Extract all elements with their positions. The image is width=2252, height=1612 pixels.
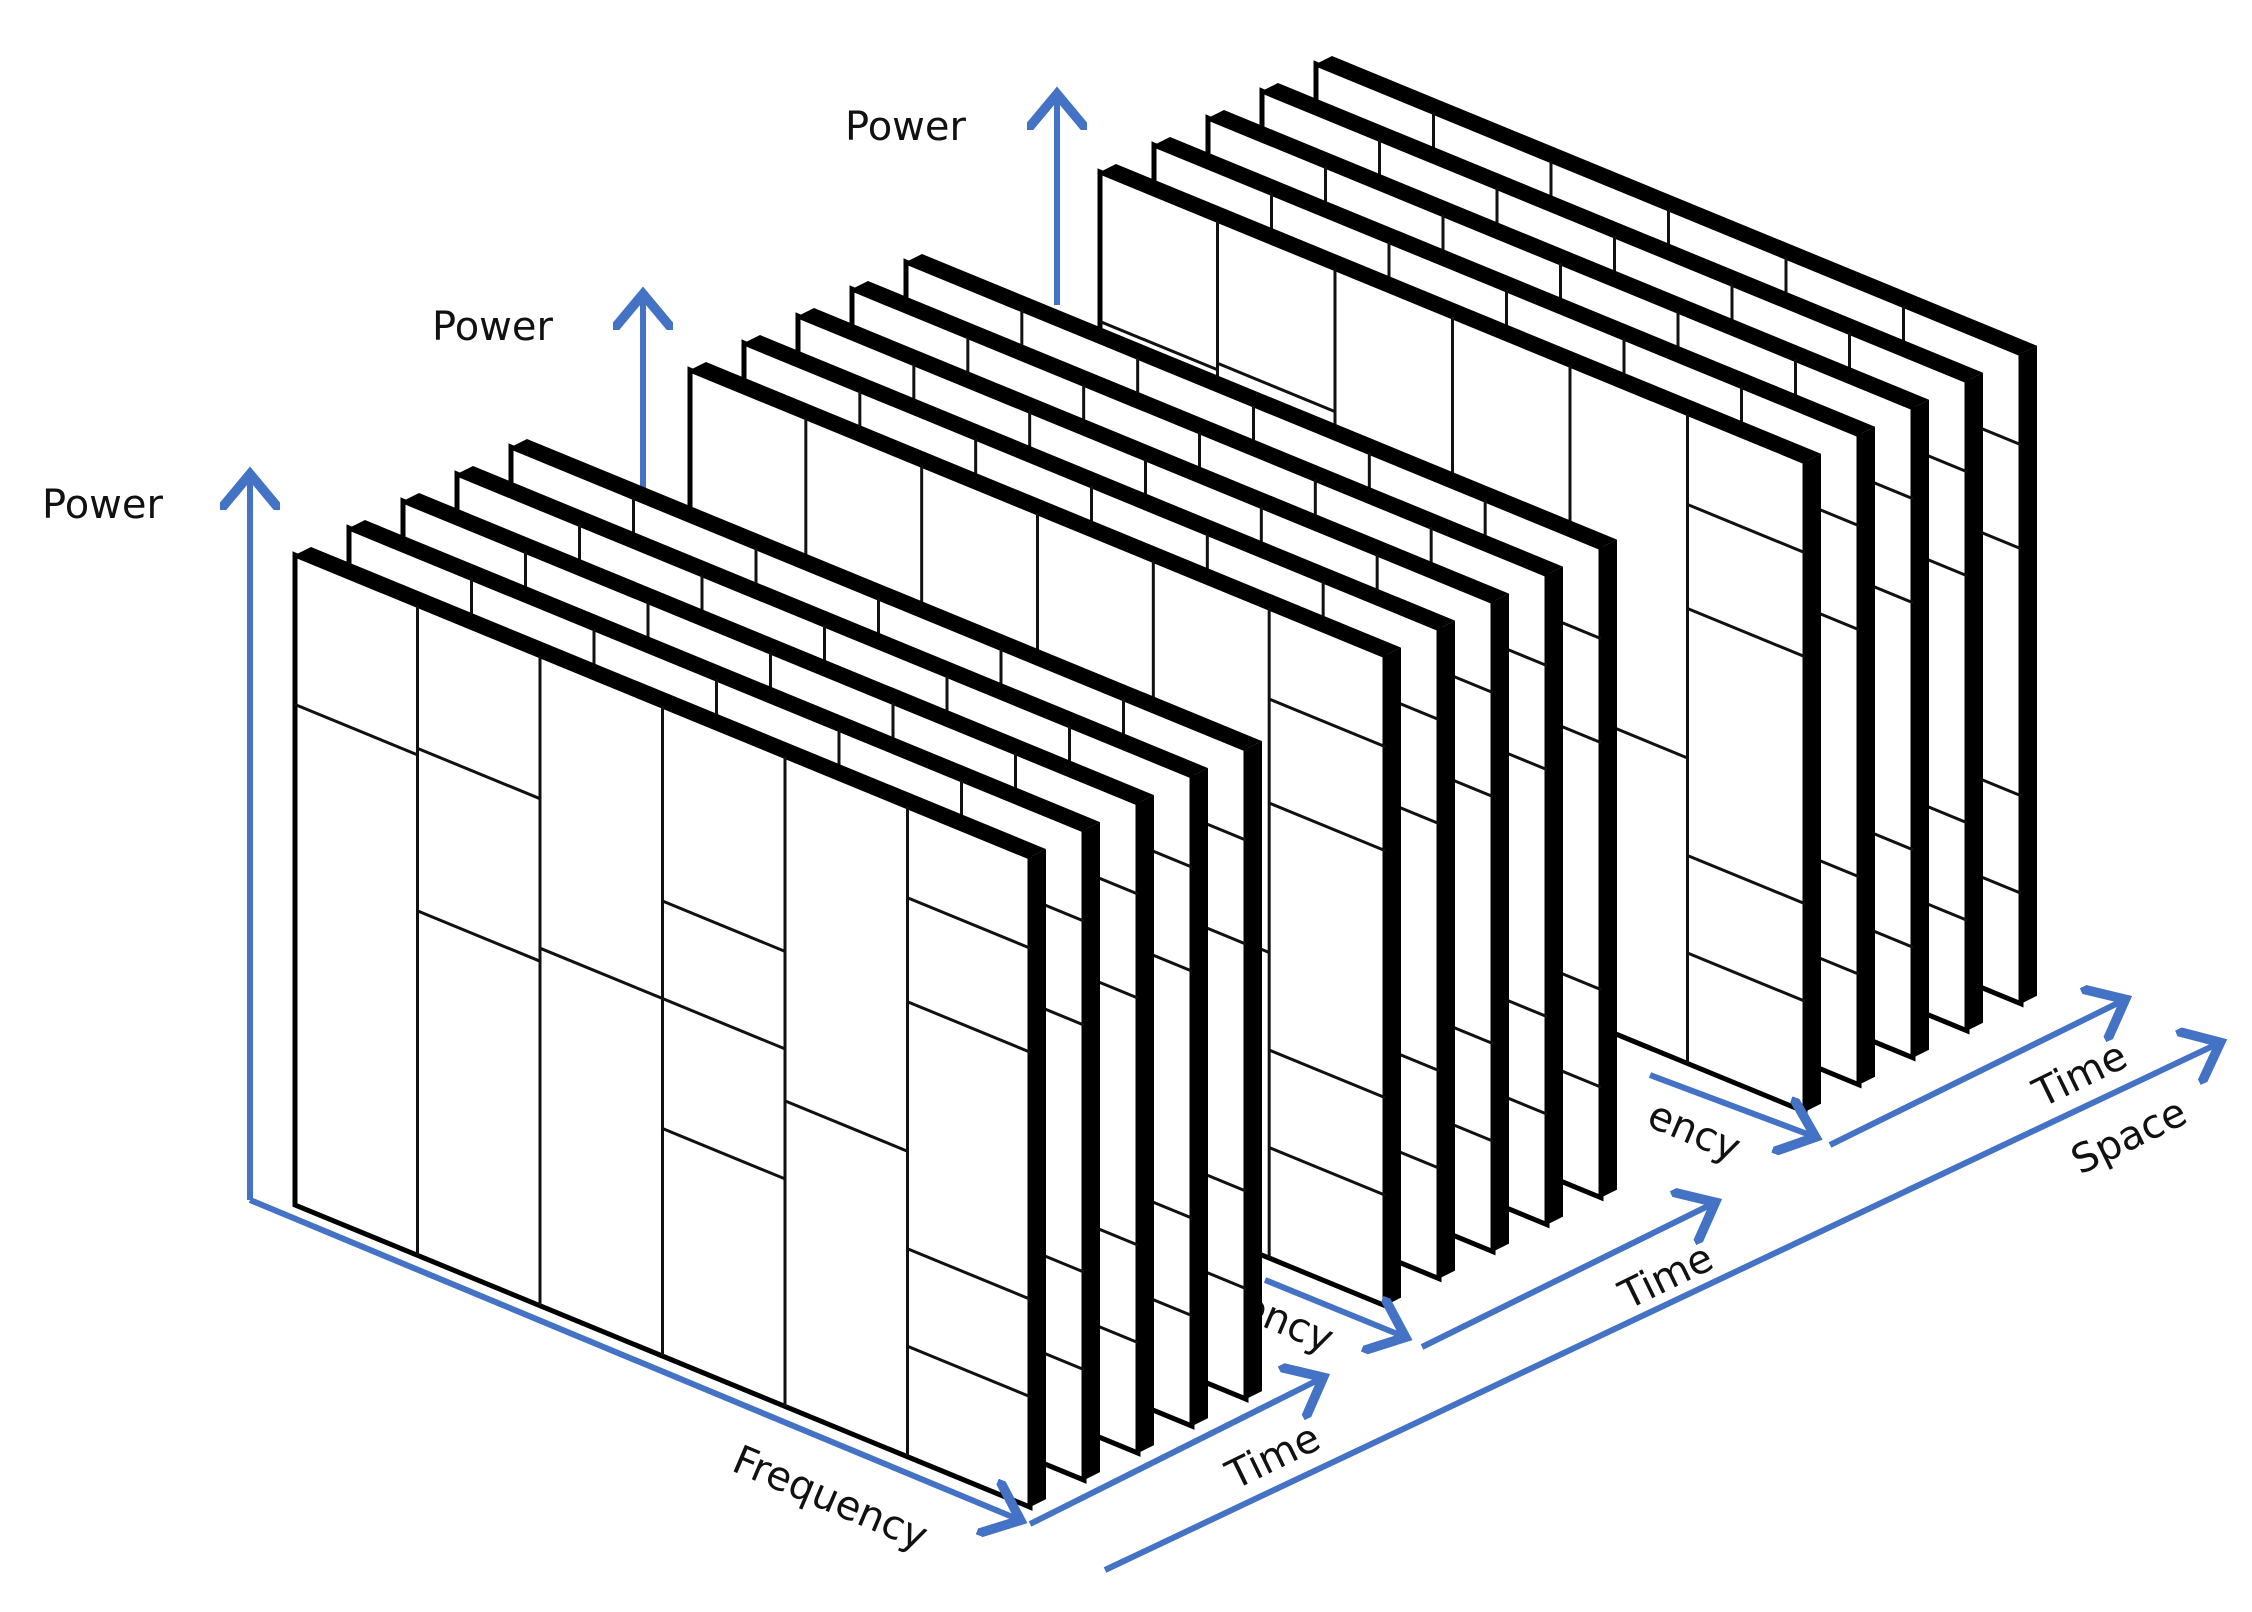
frame-side-edge [1967,372,1983,1031]
frame-top-edge [1154,137,1875,435]
frame-side-edge [1805,453,1821,1112]
power-label-front: Power [42,482,163,528]
time-label-front: Time [1218,1415,1327,1500]
frame-cell-divider [784,1099,909,1153]
frame-side-edge [1138,795,1154,1454]
frame-side-edge [1601,539,1617,1198]
frame-side-edge [1859,426,1875,1085]
frame-cell-divider [906,1247,1031,1301]
time-axis-back [1828,1002,2120,1148]
frame-side-edge [1547,566,1563,1225]
frame-side-edge [1084,822,1100,1481]
frame-top-edge [690,362,1401,656]
frame-cell-divider [906,896,1031,950]
frame-top-edge [852,281,1563,575]
frame-cell-divider [906,1000,1031,1054]
frame-cell-divider [539,946,664,1000]
power-label-back: Power [845,104,966,150]
frame-cell-divider [906,1344,1031,1398]
frame-top-edge [1208,110,1929,408]
frame-top-edge [906,254,1617,548]
frame-top-edge [403,493,1154,804]
frame-cell-divider [416,746,541,801]
power-label-middle: Power [432,304,553,350]
frame-side-edge [1030,849,1046,1508]
frame-top-edge [295,547,1046,858]
frame-cell-divider [1268,697,1386,749]
frame-top-edge [1316,56,2037,354]
frame-top-edge [1262,83,1983,381]
frame-cell-divider [1686,854,1806,906]
frame-top-edge [349,520,1100,831]
time-axis-middle [1420,1205,1710,1350]
space-label: Space [2064,1089,2194,1184]
frame-cell-divider [1216,361,1336,413]
frame-cell-divider [1686,951,1806,1003]
frame-side-edge [2021,345,2037,1004]
space-axis [1103,1045,2215,1573]
frame-cell-divider [1686,503,1806,555]
frame-top-edge [1100,164,1821,462]
frame-top-edge [457,466,1208,777]
time-label-back: Time [2025,1033,2134,1118]
frame-cell-divider [416,909,541,963]
frequency-axis-back [1648,1072,1810,1135]
frame-cell-divider [1686,607,1806,659]
frame-cell-divider [661,1127,786,1181]
frame-cell-divider [661,899,786,953]
frame-top-edge [744,335,1455,629]
frame-cell-divider [661,997,786,1051]
group-front-frame-1 [292,547,1046,1511]
frame-group-front [292,439,1262,1511]
frame-cell-divider [1268,1048,1386,1100]
frequency-axis-middle [1263,1277,1400,1335]
frame-cell-divider [1268,1146,1386,1197]
frame-cell-divider [294,703,419,757]
frame-top-edge [511,439,1262,750]
frame-side-edge [1246,741,1262,1400]
frame-side-edge [1385,647,1401,1306]
time-axis-front [1028,1380,1318,1527]
frequency-axis-front [248,1197,1015,1518]
frame-side-edge [1439,620,1455,1279]
frame-cell-divider [1268,801,1386,853]
frame-side-edge [1913,399,1929,1058]
frame-cell-divider [1099,320,1219,372]
frame-top-edge [798,308,1509,602]
frame-side-edge [1493,593,1509,1252]
frame-side-edge [1192,768,1208,1427]
